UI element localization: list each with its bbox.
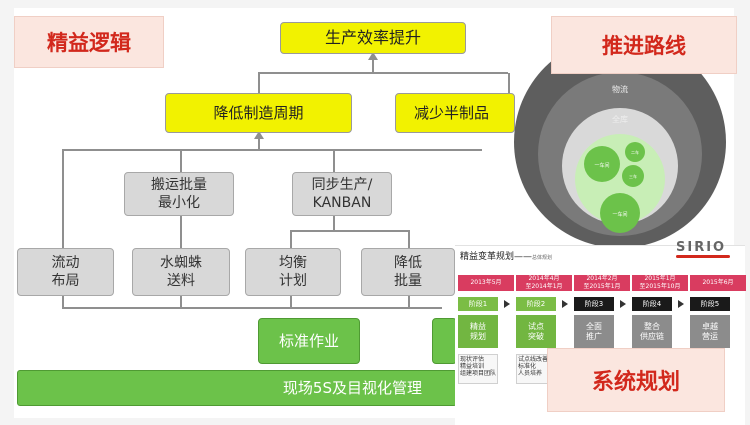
circle-green-c [622, 165, 644, 187]
connector [258, 72, 508, 74]
circle-green-a [584, 146, 620, 182]
connector [408, 231, 410, 248]
timeline-item-1: 精益 规划 [458, 315, 498, 348]
arrow [368, 52, 378, 60]
timeline-title-main: 精益变革规划—— [460, 252, 533, 262]
timeline-item-3: 全面 推广 [574, 315, 614, 348]
label-roadmap: 推进路线 [551, 16, 737, 74]
circle-green-d [600, 193, 640, 233]
timeline-date-2: 2014年4月 至2014年1月 [516, 275, 572, 291]
timeline-phase-5: 阶段5 [690, 297, 730, 311]
label-system-planning: 系统规划 [547, 348, 725, 412]
circle-green-b [625, 142, 645, 162]
arrow [254, 131, 264, 139]
timeline-note-1: 现状评估 精益培训 组建项目团队 [458, 354, 498, 384]
timeline-arrow [678, 300, 684, 308]
connector [290, 230, 410, 232]
connector [180, 216, 182, 248]
timeline-date-3: 2014年2月 至2015年1月 [574, 275, 630, 291]
connector [258, 73, 260, 93]
timeline-item-5: 卓越 营运 [690, 315, 730, 348]
timeline-title: 精益变革规划——总体规划 [460, 249, 552, 262]
connector [290, 231, 292, 248]
connector [508, 73, 510, 93]
timeline-phase-4: 阶段4 [632, 297, 672, 311]
connector [333, 150, 335, 172]
roadmap-circles: 物流 全库 一车间 二车 三车 一车间 [514, 36, 726, 248]
node-foundation-5s: 现场5S及目视化管理 [17, 370, 457, 406]
node-sync-production-kanban: 同步生产/ KANBAN [292, 172, 392, 216]
node-efficiency-improvement: 生产效率提升 [280, 22, 466, 54]
node-reduce-wip: 减少半制品 [395, 93, 515, 133]
label-lean-logic: 精益逻辑 [14, 16, 164, 68]
timeline-arrow [620, 300, 626, 308]
connector [62, 149, 482, 151]
connector [180, 296, 182, 308]
connector [180, 150, 182, 172]
timeline-item-4: 整合 供应链 [632, 315, 672, 348]
timeline-date-4: 2015年1月 至2015年10月 [632, 275, 688, 291]
connector [62, 307, 442, 309]
connector [408, 296, 410, 308]
node-water-spider-delivery: 水蜘蛛 送料 [132, 248, 230, 296]
connector [62, 150, 64, 248]
sirio-logo: SIRIO [676, 240, 727, 255]
timeline-item-2: 试点 突破 [516, 315, 556, 348]
circle-label-outer: 物流 [612, 84, 628, 94]
timeline-arrow [504, 300, 510, 308]
circle-label-middle: 全库 [612, 114, 628, 124]
node-green-partial [432, 318, 457, 364]
timeline-title-sub: 总体规划 [532, 255, 553, 261]
connector [333, 216, 335, 231]
node-level-scheduling: 均衡 计划 [245, 248, 341, 296]
connector [290, 296, 292, 308]
timeline-date-5: 2015年6月 [690, 275, 746, 291]
node-standard-work: 标准作业 [258, 318, 360, 364]
node-flow-layout: 流动 布局 [17, 248, 114, 296]
timeline-phase-1: 阶段1 [458, 297, 498, 311]
circle-label-b: 二车 [631, 149, 639, 155]
connector [258, 133, 260, 150]
connector [62, 296, 64, 308]
timeline-date-1: 2013年5月 [458, 275, 514, 291]
timeline-phase-2: 阶段2 [516, 297, 556, 311]
circle-label-a: 一车间 [594, 162, 609, 169]
node-reduce-batch: 降低 批量 [361, 248, 455, 296]
connector [372, 53, 374, 73]
node-reduce-cycle-time: 降低制造周期 [165, 93, 352, 133]
circle-label-d: 一车间 [612, 211, 627, 218]
timeline-arrow [562, 300, 568, 308]
sirio-logo-swoosh [676, 255, 730, 258]
timeline-phase-3: 阶段3 [574, 297, 614, 311]
circle-label-c: 三车 [629, 173, 637, 179]
node-min-transport-batch: 搬运批量 最小化 [124, 172, 234, 216]
